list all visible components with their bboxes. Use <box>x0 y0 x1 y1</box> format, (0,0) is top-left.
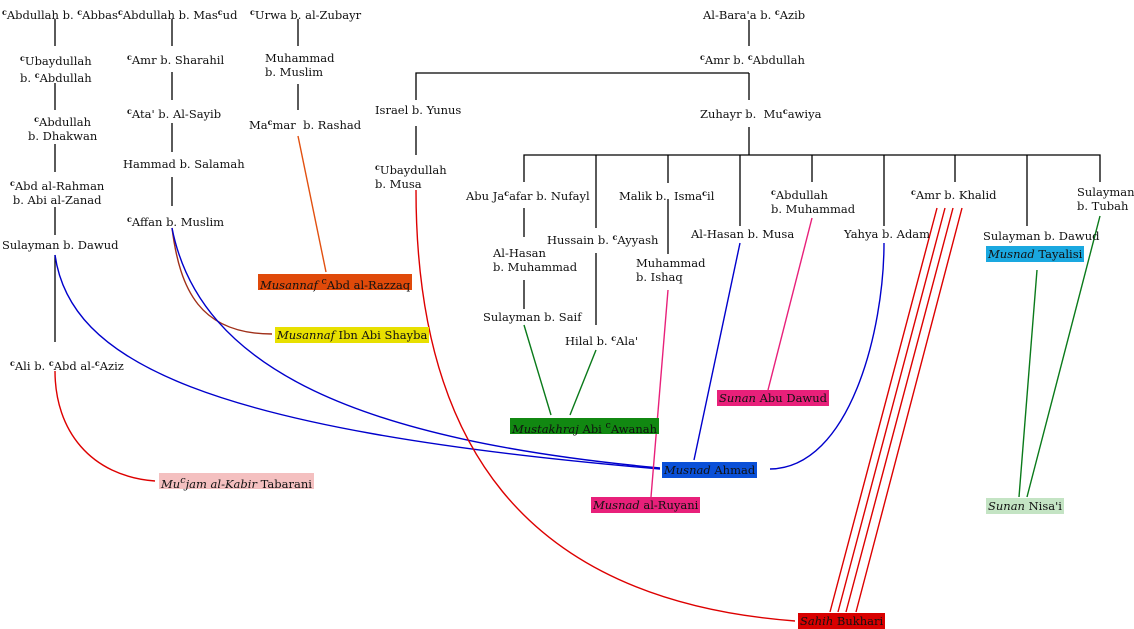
narrator-al-bara-b-azib: Al-Bara'a b. cAzib <box>703 7 806 22</box>
narrator-al-hasan-b-musa: Al-Hasan b. Musa <box>691 227 795 241</box>
name-line-1: Muhammad <box>265 51 335 65</box>
book-author: Tabarani <box>256 476 312 491</box>
book-title-italic: Musannaf <box>277 328 335 342</box>
book-author: Tayalisi <box>1034 247 1083 261</box>
book-title-italic-post: jam al-Kabir <box>185 476 257 491</box>
branch-amr-israel <box>415 72 749 100</box>
book-title-italic: Musnad <box>593 498 640 512</box>
line-saif-awanah <box>523 324 552 416</box>
line-amrkhalid-bukhari-4 <box>855 207 963 613</box>
book-title-italic: Musnad <box>988 247 1035 261</box>
narrator-zuhayr-b-muawiya: Zuhayr b. Mucawiya <box>700 106 822 121</box>
narrator-urwa-b-al-zubayr: cUrwa b. al-Zubayr <box>250 7 362 22</box>
line-abdullahmuh-abudawud <box>767 217 813 391</box>
book-sahih-bukhari[interactable]: Sahih Bukhari <box>798 613 886 629</box>
line-amrkhalid-bukhari-1 <box>829 207 938 613</box>
book-title-italic: Sunan <box>988 499 1025 513</box>
line-hilal-awanah <box>569 349 597 416</box>
narrator-hilal-b-ala: Hilal b. cAla' <box>565 333 639 348</box>
name-line-1: Al-Hasan <box>493 246 546 260</box>
narrator-sulayman-b-dawud-left: Sulayman b. Dawud <box>2 238 119 252</box>
line-alhasan-ahmad <box>693 242 741 461</box>
name-line-2: b. Ishaq <box>636 270 683 284</box>
line-amrkhalid-bukhari-3 <box>845 207 954 613</box>
book-author: Bukhari <box>833 614 884 628</box>
line-mamar-razzaq <box>297 135 327 273</box>
book-author-pre: Abi <box>578 421 606 436</box>
book-musannaf-abd-al-razzaq[interactable]: Musannaf cAbd al-Razzaq <box>258 274 413 292</box>
book-musnad-al-ruyani[interactable]: Musnad al-Ruyani <box>591 497 701 513</box>
line-sulayman-ahmad <box>54 254 661 470</box>
book-musannaf-ibn-abi-shayba[interactable]: Musannaf Ibn Abi Shayba <box>275 327 430 343</box>
name-line-2: b. Muhammad <box>771 202 856 216</box>
book-musnad-tayalisi[interactable]: Musnad Tayalisi <box>986 246 1085 262</box>
book-musnad-ahmad[interactable]: Musnad Ahmad <box>662 462 758 478</box>
book-author: Ahmad <box>710 463 756 477</box>
narrator-hussain-b-ayyash: Hussain b. cAyyash <box>547 232 659 247</box>
narrator-amr-b-khalid: cAmr b. Khalid <box>911 187 997 202</box>
narrator-affan-b-muslim: cAffan b. Muslim <box>127 214 225 229</box>
narrator-ali-b-abd-al-aziz: cAli b. cAbd al-cAziz <box>10 358 124 373</box>
narrator-hammad-b-salamah: Hammad b. Salamah <box>123 157 245 171</box>
line-ali-tabarani <box>54 370 156 482</box>
name-line-2: b. Muslim <box>265 65 324 79</box>
line-ubaydullah-bukhari <box>415 189 796 622</box>
line-affan-ahmad <box>171 227 661 469</box>
narrator-sulayman-b-saif: Sulayman b. Saif <box>483 310 582 324</box>
line-amrkhalid-bukhari-2 <box>837 207 946 613</box>
book-title-italic: Sahih <box>800 614 834 628</box>
book-mujam-al-kabir-tabarani[interactable]: Mucjam al-Kabir Tabarani <box>159 473 314 491</box>
name-line-1: Sulayman <box>1077 185 1134 199</box>
narrator-mamar-b-rashad: Macmar b. Rashad <box>249 117 362 132</box>
book-author: Abu Dawud <box>755 391 828 405</box>
narrator-sulayman-b-dawud-right: Sulayman b. Dawud <box>983 229 1100 243</box>
book-author: Ibn Abi Shayba <box>334 328 428 342</box>
name-line-2: b. Musa <box>375 177 422 191</box>
book-sunan-nisai[interactable]: Sunan Nisa'i <box>986 498 1064 514</box>
line-tubah-nisai <box>1026 215 1101 498</box>
book-title-italic: Musnad <box>664 463 711 477</box>
narrator-ata-b-al-sayib: cAta' b. Al-Sayib <box>127 106 222 121</box>
narrator-abu-jafar-b-nufayl: Abu Jacafar b. Nufayl <box>466 188 590 203</box>
book-author: Awanah <box>610 421 658 436</box>
line-affan-shayba <box>171 227 273 335</box>
narrator-israel-b-yunus: Israel b. Yunus <box>375 103 462 117</box>
narrator-yahya-b-adam: Yahya b. Adam <box>844 227 931 241</box>
name-line-1: Muhammad <box>636 256 706 270</box>
name-line-2: b. Muhammad <box>493 260 578 274</box>
line-ishaq-ruyani <box>650 289 669 498</box>
book-title-italic: Mustakhraj <box>512 421 579 436</box>
chain-lines-black <box>54 19 1101 342</box>
narrator-abdullah-b-abbas: cAbdullah b. cAbbas <box>2 7 118 22</box>
narrator-malik-b-ismail: Malik b. Ismacil <box>619 188 715 203</box>
line-tayalisi-nisai <box>1018 269 1038 498</box>
narrator-amr-b-abdullah: cAmr b. cAbdullah <box>700 52 805 67</box>
book-sunan-abu-dawud[interactable]: Sunan Abu Dawud <box>717 390 830 406</box>
name-line-2: b. Tubah <box>1077 199 1129 213</box>
line-yahya-ahmad <box>769 242 885 470</box>
narrator-abdullah-b-masud: cAbdullah b. Mascud <box>118 7 238 22</box>
book-title-italic-pre: Mu <box>161 476 181 491</box>
book-title-italic: Musannaf <box>260 277 322 292</box>
book-author: Nisa'i <box>1024 499 1062 513</box>
book-mustakhraj-abi-awanah[interactable]: Mustakhraj Abi cAwanah <box>510 418 660 436</box>
narrator-amr-b-sharahil: cAmr b. Sharahil <box>127 52 225 67</box>
book-author: al-Ruyani <box>639 498 699 512</box>
book-title-italic: Sunan <box>719 391 756 405</box>
book-author: Abd al-Razzaq <box>326 277 411 292</box>
